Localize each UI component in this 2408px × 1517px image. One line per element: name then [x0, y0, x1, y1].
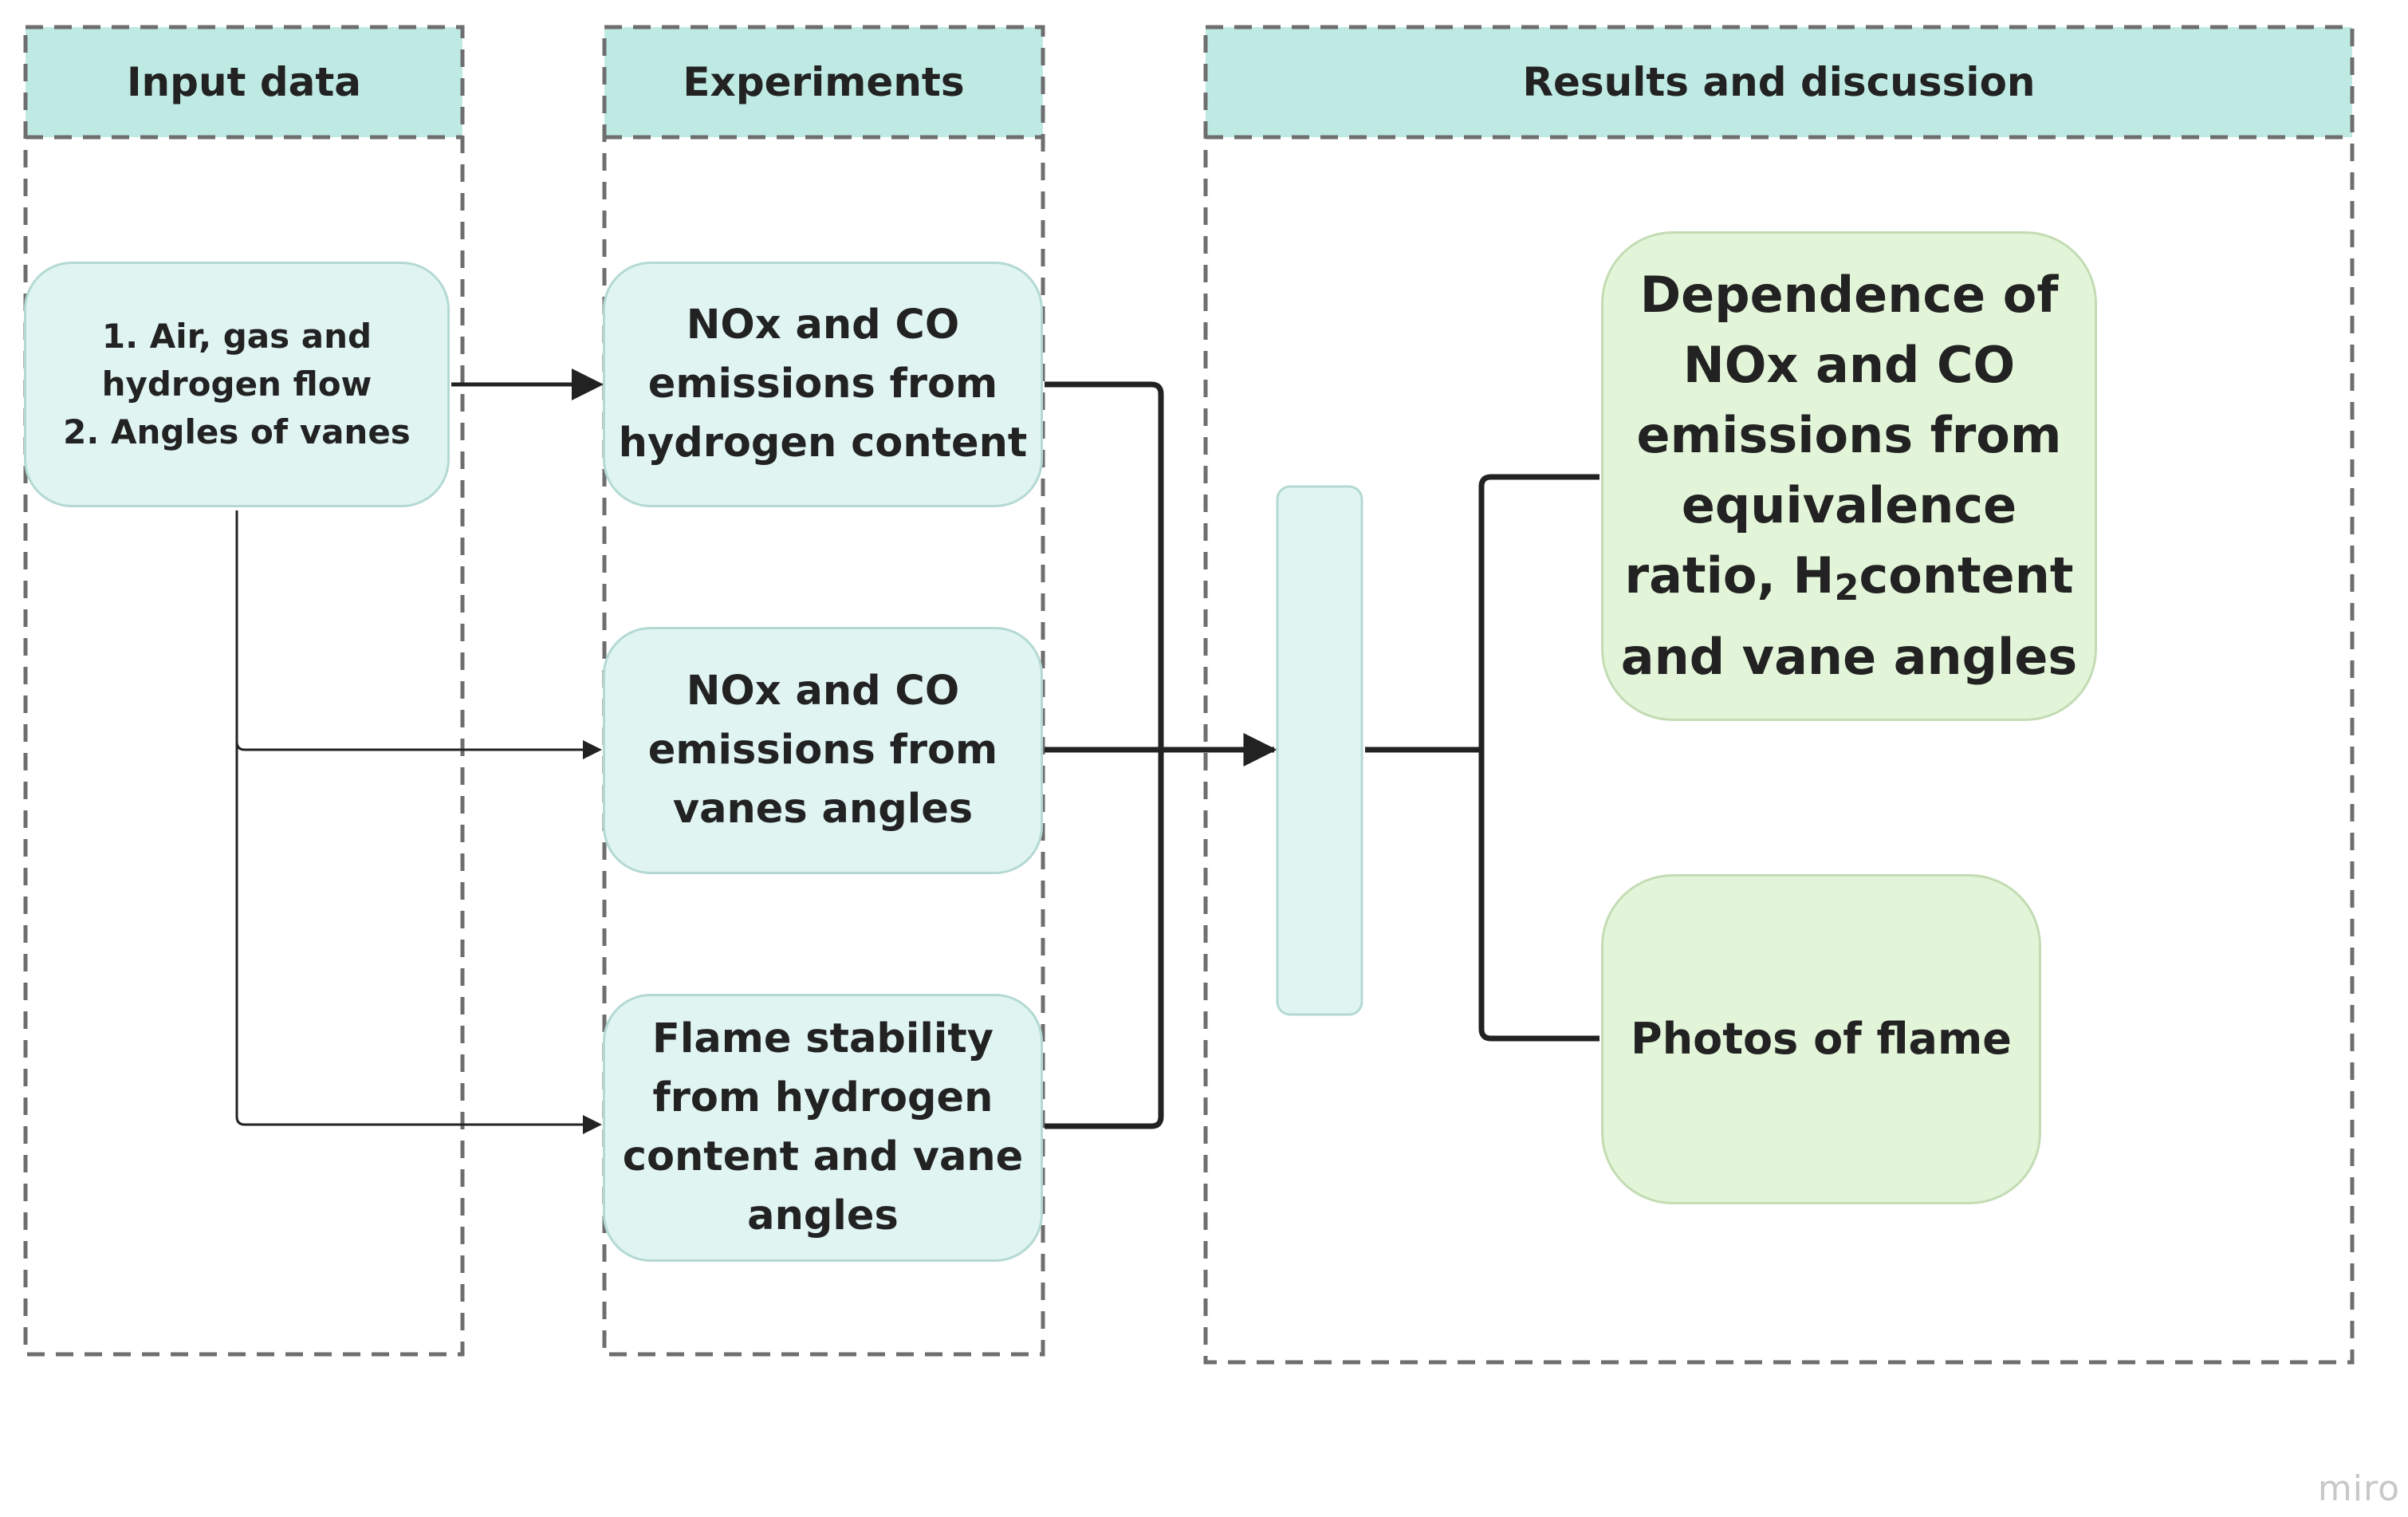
node-exp-hydrogen-text: NOx and CO emissions from hydrogen conte… — [619, 296, 1028, 473]
lane-input-frame — [23, 25, 465, 1357]
node-exp-vanes-text: NOx and CO emissions from vanes angles — [648, 662, 997, 839]
node-result-dependence-text: Dependence of NOx and CO emissions from … — [1621, 260, 2078, 693]
node-exp-flame-line-4: angles — [747, 1192, 899, 1239]
node-exp-vanes-line-3: vanes angles — [672, 786, 974, 833]
node-exp-flame-stability: Flame stability from hydrogen content an… — [603, 994, 1043, 1262]
node-exp-hydrogen-line-1: NOx and CO — [686, 301, 960, 349]
node-exp-vanes-line-1: NOx and CO — [686, 668, 960, 715]
connector-hydrogen-merge — [1045, 381, 1164, 750]
connector-flame-merge — [1045, 750, 1164, 1129]
node-input-parameters: 1. Air, gas and hydrogen flow 2. Angles … — [24, 262, 450, 507]
connector-to-photos — [1478, 750, 1599, 1042]
node-result-photos-label: Photos of flame — [1631, 1014, 2012, 1064]
lane-results-header-fill — [1206, 27, 2352, 137]
node-result-dependence-line-5: ratio, H2content — [1621, 541, 2078, 623]
node-input-line-3: 2. Angles of vanes — [63, 412, 411, 451]
node-exp-flame-line-2: from hydrogen — [652, 1074, 993, 1121]
node-exp-hydrogen-content: NOx and CO emissions from hydrogen conte… — [603, 262, 1043, 507]
node-result-photos: Photos of flame — [1601, 874, 2041, 1204]
merge-bar — [1276, 485, 1363, 1016]
node-input-line-2: hydrogen flow — [101, 364, 372, 404]
node-exp-vanes-angles: NOx and CO emissions from vanes angles — [603, 627, 1043, 874]
lane-header-experiments: Experiments — [683, 59, 965, 105]
node-input-parameters-text: 1. Air, gas and hydrogen flow 2. Angles … — [63, 313, 411, 456]
node-exp-flame-text: Flame stability from hydrogen content an… — [623, 1010, 1024, 1246]
formula-prefix: ratio, H — [1624, 546, 1835, 605]
node-input-line-1: 1. Air, gas and — [101, 317, 372, 356]
node-exp-hydrogen-line-2: emissions from — [647, 361, 998, 408]
lane-results-frame — [1203, 25, 2355, 1365]
arrow-input-to-vanes — [235, 510, 602, 759]
connector-to-dependence — [1478, 474, 1599, 750]
node-result-dependence-line-3: emissions from — [1636, 405, 2062, 464]
lane-header-results: Results and discussion — [1522, 59, 2036, 105]
formula-subscript: 2 — [1834, 566, 1859, 609]
node-exp-vanes-line-2: emissions from — [647, 727, 998, 774]
node-exp-hydrogen-line-3: hydrogen content — [618, 420, 1028, 467]
node-exp-flame-line-3: content and vane — [622, 1133, 1024, 1180]
lane-input-header-fill — [26, 27, 462, 137]
arrow-input-to-flame — [235, 742, 602, 1134]
node-result-dependence-line-2: NOx and CO — [1682, 335, 2016, 394]
lane-header-input: Input data — [126, 59, 362, 105]
node-result-dependence: Dependence of NOx and CO emissions from … — [1601, 231, 2097, 721]
miro-watermark: miro — [2317, 1468, 2400, 1509]
node-exp-flame-line-1: Flame stability — [652, 1015, 993, 1062]
node-result-dependence-line-6: and vane angles — [1620, 628, 2078, 687]
formula-suffix: content — [1859, 546, 2074, 605]
lane-experiments-frame — [602, 25, 1045, 1357]
node-result-dependence-line-1: Dependence of — [1639, 265, 2059, 324]
lane-experiments-header-fill — [604, 27, 1043, 137]
node-result-dependence-line-4: equivalence — [1681, 475, 2017, 534]
